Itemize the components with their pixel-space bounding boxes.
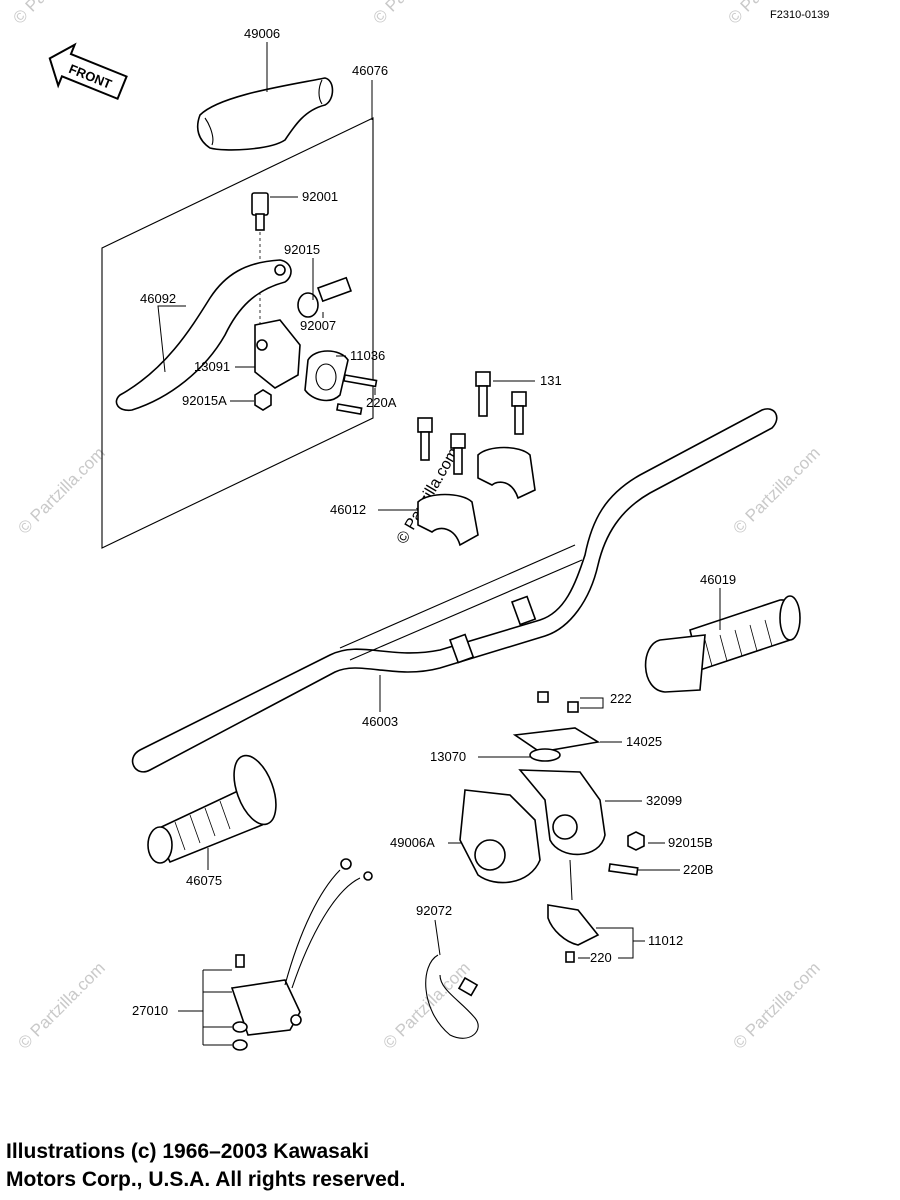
- left-grip-46075: [147, 754, 277, 864]
- part-label: 11012: [648, 933, 683, 948]
- watermark: © Partzilla.com: [14, 443, 108, 537]
- watermark: © Partzilla.com: [9, 0, 103, 28]
- throttle-assembly: [512, 691, 606, 856]
- copyright-line-2: Motors Corp., U.S.A. All rights reserved…: [6, 1168, 406, 1191]
- part-label: 46075: [186, 873, 222, 888]
- part-label: 220A: [366, 395, 397, 410]
- handlebar-holders-46012: [417, 446, 536, 547]
- watermark: © Partzilla.com: [729, 958, 823, 1052]
- part-label: 92015: [284, 242, 320, 257]
- screw-220b: [608, 863, 639, 876]
- part-label: 11036: [350, 348, 385, 363]
- front-arrow-icon: FRONT: [48, 42, 128, 101]
- nut-92015a: [254, 389, 272, 411]
- part-label: 46092: [140, 291, 176, 306]
- copyright-line-1: Illustrations (c) 1966–2003 Kawasaki: [6, 1140, 370, 1163]
- part-label: 92015B: [668, 835, 713, 850]
- screw-220a: [336, 374, 378, 416]
- switch-27010: [230, 858, 373, 1051]
- watermark: © Partzilla.com: [729, 443, 823, 537]
- band-92072: [425, 954, 479, 1039]
- part-label: 222: [610, 691, 632, 706]
- part-label: 49006A: [390, 835, 435, 850]
- right-grip-46019: [644, 595, 801, 693]
- handlebar-46003: [131, 408, 778, 773]
- clutch-lever-46092: [115, 259, 292, 412]
- watermark: © Partzilla.com: [14, 958, 108, 1052]
- part-label: 32099: [646, 793, 682, 808]
- part-label: 46019: [700, 572, 736, 587]
- part-label: 92015A: [182, 393, 227, 408]
- nut-92015b: [627, 831, 645, 851]
- copyright-notice: Illustrations (c) 1966–2003 Kawasaki Mot…: [6, 1138, 606, 1194]
- part-label: 92072: [416, 903, 452, 918]
- adjuster-92007: [297, 276, 353, 318]
- part-label: 220: [590, 950, 612, 965]
- bolts-131: [417, 371, 527, 475]
- diagram-code: F2310-0139: [770, 9, 829, 21]
- part-label: 92001: [302, 189, 338, 204]
- part-label: 13091: [194, 359, 230, 374]
- part-labels: 49006 46076 92001 92015 46092 92007 1103…: [132, 26, 736, 1018]
- lever-assembly-panel: [101, 117, 374, 549]
- cover-11012: [547, 904, 600, 963]
- throttle-housing-49006a: [459, 789, 541, 884]
- part-label: 14025: [626, 734, 662, 749]
- part-label: 46003: [362, 714, 398, 729]
- watermarks: © Partzilla.com © Partzilla.com © Partzi…: [9, 0, 823, 1053]
- part-label: 92007: [300, 318, 336, 333]
- grip-cover-49006: [196, 77, 334, 151]
- part-label: 27010: [132, 1003, 168, 1018]
- lever-holder-13091: [254, 319, 301, 389]
- part-label: 131: [540, 373, 562, 388]
- part-label: 46076: [352, 63, 388, 78]
- watermark: © Partzilla.com: [369, 0, 463, 28]
- part-label: 49006: [244, 26, 280, 41]
- part-label: 220B: [683, 862, 713, 877]
- part-label: 13070: [430, 749, 466, 764]
- clamp-11036: [304, 350, 349, 402]
- part-label: 46012: [330, 502, 366, 517]
- leader-lines: [157, 42, 721, 1046]
